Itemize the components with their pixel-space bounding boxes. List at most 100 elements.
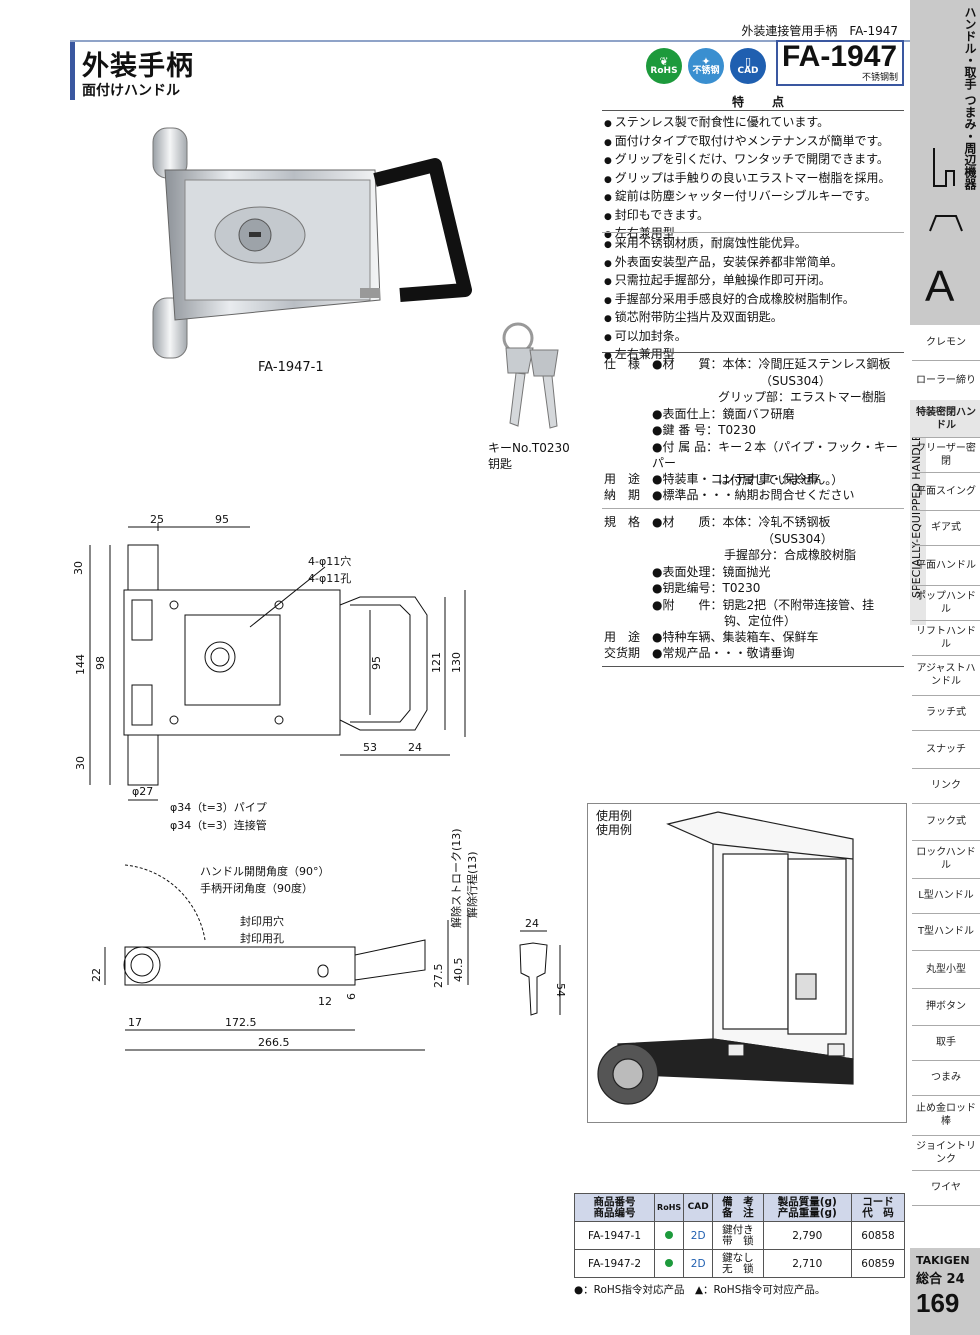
- spec-value: T0230: [722, 581, 761, 595]
- cad-badge[interactable]: ▯ CAD: [730, 48, 766, 84]
- th-rohs: RoHS: [654, 1193, 685, 1222]
- sidebar-item[interactable]: クレモン: [912, 325, 980, 361]
- features-jp-list: ステンレス製で耐食性に優れています。 面付けタイプで取付けやメンテナンスが簡単で…: [604, 114, 891, 244]
- sidebar-item[interactable]: アジャストハンドル: [912, 655, 980, 696]
- sidebar-item[interactable]: ロックハンドル: [912, 840, 980, 879]
- spec-value: 镜面抛光: [722, 564, 771, 579]
- sidebar-item[interactable]: 平面ハンドル: [912, 545, 980, 586]
- sidebar-item[interactable]: ポップハンドル: [912, 585, 980, 621]
- key-caption-cn: 钥匙: [488, 457, 513, 471]
- sidebar-item[interactable]: ワイヤ: [912, 1170, 980, 1206]
- cad-label: CAD: [737, 66, 759, 76]
- feature-jp: グリップを引くだけ、ワンタッチで開閉できます。: [604, 151, 890, 170]
- model-box: FA-1947 不锈钢制: [776, 40, 904, 86]
- use-jp-label: 用 途: [604, 472, 641, 486]
- spec-label: ●钥匙编号：: [652, 581, 723, 595]
- header-accent-bar: [70, 42, 75, 100]
- sidebar-item[interactable]: フック式: [912, 803, 980, 841]
- seal-label-cn: 封印用孔: [240, 931, 284, 945]
- pipe-bottom: [127, 734, 159, 786]
- breadcrumb: 外装連接管用手柄 FA-1947: [741, 24, 898, 38]
- leaf-icon: ❦: [659, 55, 669, 68]
- sidebar-item[interactable]: 押ボタン: [912, 988, 980, 1026]
- spec-label: ●付 属 品：: [652, 439, 719, 454]
- svg-text:54: 54: [554, 983, 567, 997]
- svg-text:24: 24: [525, 917, 539, 930]
- sidebar-item[interactable]: L型ハンドル: [912, 878, 980, 914]
- sidebar-item[interactable]: フリーザー密閉: [912, 437, 980, 473]
- feature-cn: 采用不锈钢材质，耐腐蚀性能优异。: [604, 235, 855, 254]
- sidebar-item[interactable]: ローラー締り: [912, 360, 980, 401]
- sidebar-item[interactable]: つまみ: [912, 1060, 980, 1096]
- spec-rule: [602, 352, 904, 353]
- sidebar-item[interactable]: ラッチ式: [912, 695, 980, 731]
- sidebar-top-panel: [910, 0, 980, 325]
- svg-text:30: 30: [72, 561, 85, 575]
- cell-cad[interactable]: 2D: [683, 1221, 714, 1250]
- side-drawing: ハンドル開閉角度（90°） 手柄开闭角度（90度） 封印用穴 封印用孔 解除スト…: [90, 828, 479, 1051]
- sidebar-item[interactable]: リンク: [912, 768, 980, 804]
- stroke-label-jp: 解除ストローク(13): [449, 828, 463, 928]
- delivery-cn: ●常规产品・・・敬请垂询: [652, 646, 795, 660]
- cell-cad[interactable]: 2D: [683, 1249, 714, 1278]
- table-legend: ●：RoHS指令対応产品 ▲：RoHS指令可対应产品。: [574, 1284, 826, 1296]
- spec-value: キー２本（パイプ・フック・キーパー: [652, 439, 898, 471]
- svg-text:121: 121: [430, 652, 443, 673]
- th-code-num: コード代 码: [851, 1193, 905, 1222]
- features-rule: [602, 110, 904, 111]
- svg-text:144: 144: [74, 654, 87, 675]
- sidebar-item[interactable]: ギア式: [912, 510, 980, 546]
- spec-value: 鏡面バフ研磨: [722, 406, 795, 421]
- cell-code: 60858: [851, 1221, 905, 1250]
- th-cad: CAD: [683, 1193, 714, 1222]
- sidebar-item[interactable]: 止め金ロッド棒: [912, 1095, 980, 1136]
- rohs-dot-icon: [665, 1230, 674, 1239]
- use-jp: ●特装車・コンテナ車・保冷車: [652, 472, 819, 486]
- spec-jp-label: 仕 様: [604, 357, 641, 371]
- delivery-jp-label: 納 期: [604, 488, 641, 502]
- svg-text:φ27: φ27: [132, 785, 153, 798]
- spec-jp-block: ●材 質：本体：冷間圧延ステンレス鋼板 （SUS304） グリップ部：エラストマ…: [652, 356, 907, 488]
- sidebar-item[interactable]: リフトハンドル: [912, 620, 980, 656]
- use-cn: ●特种车辆、集装箱车、保鲜车: [652, 630, 819, 644]
- brand-name: TAKIGEN: [916, 1254, 970, 1267]
- hole-label-jp: 4-φ11穴: [308, 554, 351, 568]
- feature-jp: 錠前は防塵シャッター付リバーシブルキーです。: [604, 188, 890, 207]
- sidebar-item[interactable]: スナッチ: [912, 730, 980, 769]
- spec-value: （SUS304）: [762, 531, 833, 546]
- spec-value: 钩、定位件）: [724, 614, 797, 628]
- sidebar-item[interactable]: 取手: [912, 1025, 980, 1061]
- header-rule: [70, 40, 910, 42]
- document-icon: ▯: [744, 55, 752, 68]
- pipe-label-cn: φ34（t=3）连接管: [170, 818, 267, 832]
- feature-cn: 可以加封条。: [604, 328, 855, 347]
- model-material: 不锈钢制: [861, 73, 898, 83]
- sidebar-item[interactable]: 丸型小型: [912, 950, 980, 989]
- page-number: 169: [916, 1288, 960, 1318]
- key-drawing: 24 54: [519, 917, 567, 1016]
- svg-text:12: 12: [318, 995, 332, 1008]
- pipe-top: [127, 544, 159, 591]
- sidebar-item[interactable]: 特装密閉ハンドル: [912, 400, 980, 438]
- seal-label-jp: 封印用穴: [240, 914, 284, 928]
- feature-cn: 手握部分采用手感良好的合成橡胶树脂制作。: [604, 291, 855, 310]
- key-icon: [502, 322, 559, 429]
- model-number: FA-1947: [782, 40, 898, 73]
- svg-text:40.5: 40.5: [452, 958, 465, 983]
- sidebar-item[interactable]: T型ハンドル: [912, 913, 980, 951]
- cell-note: 鍵なし无 锁: [712, 1249, 764, 1278]
- spec-value: T0230: [718, 423, 756, 437]
- stainless-badge: ✦ 不锈钢: [688, 48, 724, 84]
- keys-photo: [502, 322, 559, 429]
- spec-cn-block: ●材 质：本体：冷轧不锈钢板 （SUS304） 手握部分：合成橡胶树脂 ●表面处…: [652, 514, 907, 630]
- use-cn-label: 用 途: [604, 630, 641, 644]
- usage-frame: 使用例 使用例: [587, 803, 907, 1123]
- sidebar-item[interactable]: 平面スイング: [912, 472, 980, 511]
- table-row: FA-1947-1 2D 鍵付き带 锁 2,790 60858: [573, 1221, 905, 1250]
- delivery-cn-label: 交货期: [604, 646, 641, 660]
- feature-jp: 面付けタイプで取付けやメンテナンスが簡単です。: [604, 133, 890, 152]
- svg-text:95: 95: [215, 513, 229, 526]
- sidebar-item[interactable]: ジョイントリンク: [912, 1135, 980, 1171]
- stainless-label: 不锈钢: [692, 66, 720, 76]
- product-table: 商品番号商品编号 RoHS CAD 備 考备 注 製品質量(g)产品重量(g) …: [573, 1193, 905, 1278]
